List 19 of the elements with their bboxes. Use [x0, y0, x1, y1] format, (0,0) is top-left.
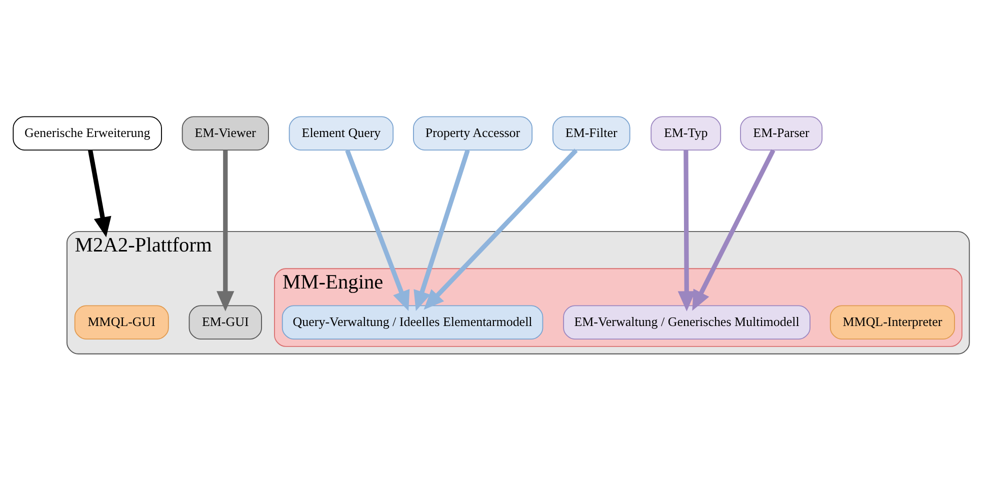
node-box: Property Accessor: [413, 116, 533, 150]
node-box: EM-Verwaltung / Generisches Multimodell: [563, 304, 810, 340]
arrow: [414, 149, 470, 311]
arrow: [345, 148, 410, 310]
node-box: Query-Verwaltung / Ideelles Elementarmodell: [282, 304, 544, 340]
node-box: EM-Viewer: [182, 116, 269, 150]
node-box: EM-GUI: [188, 304, 262, 340]
node-box: EM-Filter: [552, 116, 630, 150]
arrow: [88, 149, 112, 237]
node-box: MMQL-GUI: [74, 304, 169, 340]
arrow: [424, 148, 578, 310]
node-box: MMQL-Interpreter: [830, 304, 955, 340]
arrow: [216, 150, 234, 311]
node-box: EM-Typ: [650, 116, 722, 150]
node-box: EM-Parser: [740, 116, 822, 150]
arrow: [678, 150, 696, 311]
node-box: Generische Erweiterung: [12, 116, 162, 150]
node-box: Element Query: [288, 116, 394, 150]
arrow: [692, 148, 776, 310]
